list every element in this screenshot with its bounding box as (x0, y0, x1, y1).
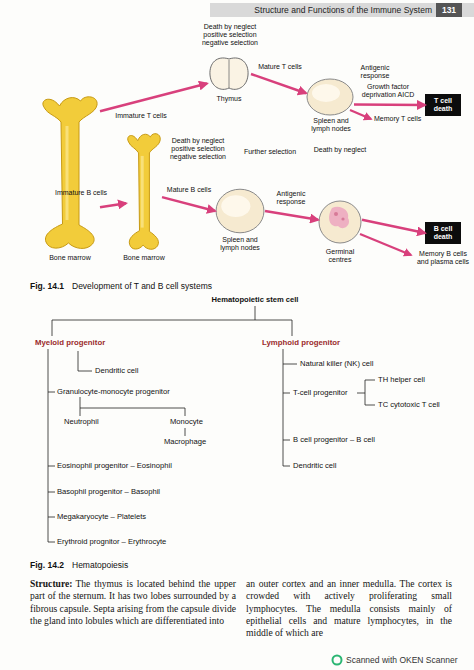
running-header: Structure and Functions of the Immune Sy… (214, 5, 432, 15)
thymus-shape: Thymus (203, 55, 255, 107)
selection-note: Further selection (238, 148, 302, 156)
tree-branch (80, 397, 185, 436)
node-label: Spleen and lymph nodes (308, 117, 354, 133)
tree-branch (48, 392, 55, 542)
organ-highlight (312, 84, 340, 102)
bone-marrow-illustration: Bone marrow (40, 92, 100, 264)
leader-arrow (360, 234, 411, 255)
page-number: 131 (436, 5, 462, 15)
cell-type: TC cytotoxic T cell (378, 400, 440, 410)
arrow-label: Immature B cells (48, 189, 114, 197)
paragraph-heading: Structure: (30, 578, 72, 589)
development-arrow (362, 220, 425, 233)
germinal-centre-patch (329, 207, 349, 228)
cell-type: Monocyte (170, 417, 203, 427)
node-label: B cell death (425, 225, 461, 241)
scanner-watermark: Scanned with OKEN Scanner (346, 655, 458, 665)
thymus-outline (210, 58, 248, 89)
organ-outline (307, 79, 353, 115)
cell-type: Macrophage (164, 437, 206, 447)
thymus-lobe-divider (229, 60, 230, 88)
lymphoid-organ-oval: Spleen and lymph nodes (300, 78, 362, 134)
organ-highlight (221, 195, 250, 217)
cell-dot (334, 212, 338, 216)
scanner-icon (333, 656, 342, 665)
organ-outline (319, 201, 361, 243)
bone-marrow-illustration-outline (126, 130, 162, 252)
selection-note: Death by neglect positive selection nega… (196, 23, 264, 47)
arrow-label: Mature T cells (252, 63, 308, 71)
development-arrow (354, 103, 425, 106)
selection-note: Death by neglect (310, 146, 370, 154)
node-label: Bone marrow (118, 254, 170, 262)
bone-marrow-illustration: Bone marrow (118, 130, 170, 264)
tree-branch (52, 306, 292, 336)
bone-highlight (66, 126, 69, 220)
lymphoid-organ-oval: Spleen and lymph nodes (210, 188, 270, 254)
cell-type: Dendritic cell (293, 461, 336, 471)
development-arrow (100, 84, 207, 112)
outcome-label: Memory B cells and plasma cells (414, 250, 472, 266)
bone-marrow-illustration-outline (40, 92, 100, 252)
page-number-box (436, 3, 462, 17)
node-label: Bone marrow (40, 254, 100, 262)
figure-number: Fig. 14.2 (30, 560, 64, 570)
figure-caption: Hematopoiesis (72, 560, 128, 570)
cell-death-box: T cell death (425, 94, 461, 116)
lymphoid-organ-oval-outline (306, 78, 354, 116)
arrow-label: Antigenic response (268, 190, 314, 206)
node-label: Thymus (203, 95, 255, 103)
progenitor-heading: Lymphoid progenitor (262, 338, 340, 348)
tree-branch (283, 349, 297, 466)
development-arrow (162, 197, 215, 211)
cell-type: Natural killer (NK) cell (300, 359, 373, 369)
bone-highlight (141, 156, 144, 228)
development-arrow (100, 203, 126, 207)
bone-outline (43, 97, 97, 249)
cell-type: T-cell progenitor (293, 388, 347, 398)
figure-number: Fig. 14.1 (30, 281, 64, 291)
outcome-label: Memory T cells (374, 115, 444, 123)
body-text: an outer cortex and an inner medulla. Th… (246, 578, 452, 639)
cell-type: Basophil progenitor – Basophil (57, 487, 160, 497)
tree-bracket (357, 380, 375, 405)
tree-branch (78, 351, 92, 371)
cell-type: Erythroid prognitor – Erythrocyte (57, 537, 166, 547)
progenitor-heading: Myeloid progenitor (35, 338, 105, 348)
germinal-centre-shape: Germinal centres (312, 200, 368, 266)
header-band (210, 3, 474, 17)
node-label: Spleen and lymph nodes (217, 236, 263, 252)
organ-outline (216, 189, 264, 233)
cell-type: B cell progenitor – B cell (293, 435, 375, 445)
cell-type: Eosinophil progenitor – Eosinophil (57, 461, 172, 471)
cell-type: Dendritic cell (95, 366, 138, 376)
node-label: Germinal centres (318, 248, 362, 264)
arrow-label: Growth factor deprivation AICD (352, 83, 424, 99)
tree-root: Hematopoietic stem cell (190, 295, 320, 305)
bone-outline (128, 134, 161, 250)
cell-dot (341, 217, 344, 220)
selection-note: Death by neglect positive selection nega… (164, 137, 232, 161)
tree-trunk (48, 349, 49, 542)
cell-type: Neutrophil (64, 417, 99, 427)
development-arrow (251, 74, 306, 93)
development-arrow (265, 211, 318, 220)
process-note: Antigenic response (354, 64, 396, 80)
cell-death-box: B cell death (425, 222, 461, 244)
thymus-shape-outline (207, 55, 251, 93)
node-label: T cell death (425, 97, 461, 113)
lymphoid-organ-oval-outline (215, 188, 265, 234)
figure-caption: Development of T and B cell systems (72, 281, 212, 291)
leader-arrow (350, 110, 371, 119)
arrow-label: Mature B cells (162, 186, 216, 194)
cell-type: Granulocyte-monocyte progenitor (57, 387, 170, 397)
body-paragraph: Structure:The thymus is located behind t… (30, 578, 236, 627)
arrow-label: Immature T cells (106, 112, 176, 120)
cell-type: Megakaryocyte – Platelets (57, 512, 146, 522)
germinal-centre-shape-outline (318, 200, 362, 244)
cell-type: TH helper cell (378, 375, 425, 385)
